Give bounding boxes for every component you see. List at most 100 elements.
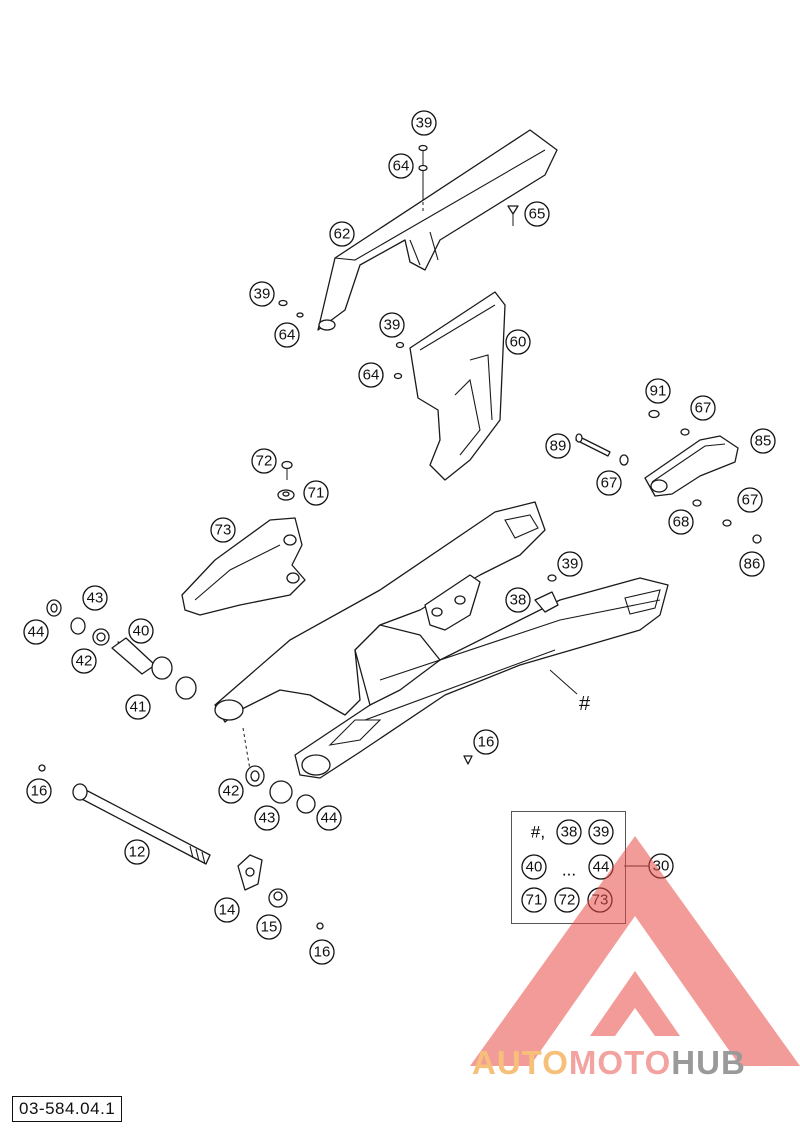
callout-68: 68 xyxy=(668,509,694,535)
callout-89: 89 xyxy=(545,433,571,459)
svg-text:64: 64 xyxy=(279,327,296,344)
svg-text:14: 14 xyxy=(219,902,236,919)
washers-67-68 xyxy=(692,499,762,544)
svg-text:39: 39 xyxy=(562,556,579,573)
svg-text:42: 42 xyxy=(223,783,240,800)
pivot-hardware-left xyxy=(46,599,197,700)
callout-86: 86 xyxy=(739,551,765,577)
chain-slide-guard-73 xyxy=(181,517,306,616)
svg-text:67: 67 xyxy=(742,492,759,509)
svg-text:41: 41 xyxy=(130,699,147,716)
svg-text:39: 39 xyxy=(254,286,271,303)
callout-60: 60 xyxy=(505,329,531,355)
svg-text:40: 40 xyxy=(526,859,543,876)
svg-text:89: 89 xyxy=(550,438,567,455)
automotohub-logo xyxy=(470,836,800,1066)
svg-text:40: 40 xyxy=(133,623,150,640)
swingarm xyxy=(214,501,669,779)
callout-38: 38 xyxy=(505,587,531,613)
callout-64-b: 64 xyxy=(274,322,300,348)
chain-slider-upper xyxy=(317,129,558,331)
callout-40: 40 xyxy=(128,618,154,644)
svg-text:85: 85 xyxy=(755,433,772,450)
callout-43-b: 43 xyxy=(254,805,280,831)
callout-64-c: 64 xyxy=(358,362,384,388)
svg-text:12: 12 xyxy=(129,844,146,861)
callout-85: 85 xyxy=(750,428,776,454)
callout-65: 65 xyxy=(524,201,550,227)
svg-text:91: 91 xyxy=(650,383,667,400)
svg-text:16: 16 xyxy=(31,783,48,800)
callout-44-b: 44 xyxy=(316,805,342,831)
plate-14 xyxy=(237,854,263,891)
svg-text:64: 64 xyxy=(363,367,380,384)
callout-73: 73 xyxy=(210,517,236,543)
svg-text:16: 16 xyxy=(478,734,495,751)
screw-91 xyxy=(648,409,690,436)
callout-16-b: 16 xyxy=(26,778,52,804)
callout-44-a: 44 xyxy=(23,619,49,645)
svg-text:71: 71 xyxy=(526,892,543,909)
callout-42-a: 42 xyxy=(71,648,97,674)
drawing-number: 03-584.04.1 xyxy=(12,1096,123,1122)
kit-item-38: 38 xyxy=(556,819,582,845)
svg-text:44: 44 xyxy=(28,624,45,641)
watermark-moto: MOTO xyxy=(568,1044,672,1081)
screw-39-top xyxy=(418,144,428,212)
screw-39-mid xyxy=(393,341,405,380)
pivot-hardware-right xyxy=(242,727,316,814)
callout-72: 72 xyxy=(251,448,277,474)
svg-text:39: 39 xyxy=(593,824,610,841)
kit-item-40: 40 xyxy=(521,854,547,880)
small-parts-16 xyxy=(38,755,473,930)
svg-text:39: 39 xyxy=(416,115,433,132)
pivot-bolt-12 xyxy=(72,783,211,865)
svg-text:43: 43 xyxy=(259,810,276,827)
callout-64-a: 64 xyxy=(388,153,414,179)
watermark-auto: AUTO xyxy=(472,1044,569,1081)
kit-item-72: 72 xyxy=(554,887,580,913)
chain-guard-lower xyxy=(409,291,506,481)
callout-42-b: 42 xyxy=(218,778,244,804)
callout-67-a: 67 xyxy=(690,395,716,421)
screw-39-left xyxy=(278,299,304,318)
svg-text:68: 68 xyxy=(673,514,690,531)
logo-triangle-icon xyxy=(470,836,800,1066)
watermark-text: AUTOMOTOHUB xyxy=(472,1044,746,1082)
bolt-89 xyxy=(575,433,629,466)
callout-67-c: 67 xyxy=(737,487,763,513)
callout-16-a: 16 xyxy=(473,729,499,755)
svg-text:86: 86 xyxy=(744,556,761,573)
callout-14: 14 xyxy=(214,897,240,923)
svg-text:67: 67 xyxy=(695,400,712,417)
svg-text:64: 64 xyxy=(393,158,410,175)
callout-43-a: 43 xyxy=(82,585,108,611)
svg-text:42: 42 xyxy=(76,653,93,670)
chain-slider-85 xyxy=(644,435,739,497)
svg-text:44: 44 xyxy=(593,859,610,876)
callout-15: 15 xyxy=(256,914,282,940)
callout-12: 12 xyxy=(124,839,150,865)
svg-text:15: 15 xyxy=(261,919,278,936)
svg-text:62: 62 xyxy=(334,226,351,243)
svg-text:60: 60 xyxy=(510,334,527,351)
svg-text:43: 43 xyxy=(87,590,104,607)
washer-71 xyxy=(277,489,295,501)
callout-67-b: 67 xyxy=(596,470,622,496)
nut-15 xyxy=(268,888,288,908)
svg-text:72: 72 xyxy=(559,892,576,909)
callout-39-c: 39 xyxy=(379,312,405,338)
callout-16-c: 16 xyxy=(309,939,335,965)
callout-62: 62 xyxy=(329,221,355,247)
kit-ellipsis: ... xyxy=(562,861,576,880)
svg-text:38: 38 xyxy=(561,824,578,841)
kit-item-71: 71 xyxy=(521,887,547,913)
screw-72 xyxy=(281,460,293,480)
callout-71: 71 xyxy=(303,480,329,506)
svg-text:67: 67 xyxy=(601,475,618,492)
svg-text:16: 16 xyxy=(314,944,331,961)
kit-hash: #, xyxy=(531,823,545,842)
swingarm-marker: # xyxy=(579,693,591,715)
watermark-hub: HUB xyxy=(671,1044,746,1081)
